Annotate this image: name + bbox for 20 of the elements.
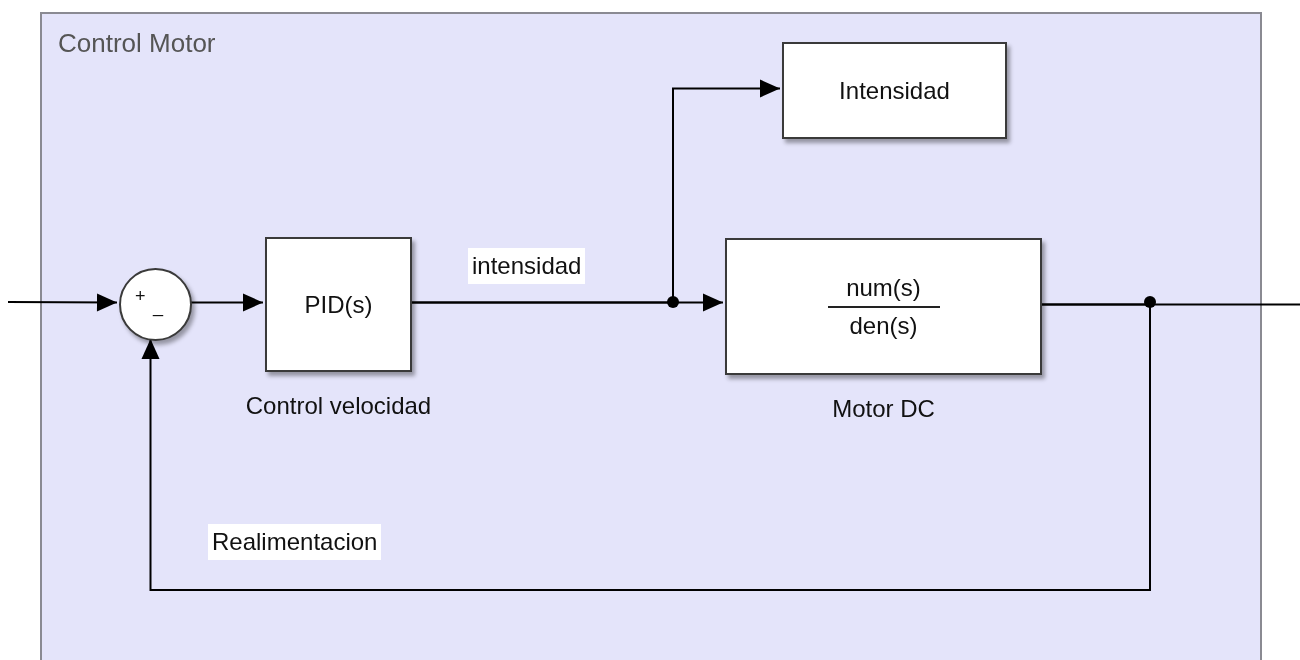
signal-label: Realimentacion bbox=[208, 524, 382, 560]
denominator: den(s) bbox=[849, 310, 918, 341]
block-caption: Control velocidad bbox=[245, 392, 432, 419]
block-label: Intensidad bbox=[839, 76, 950, 105]
signal-arrow bbox=[7, 293, 118, 312]
minus-sign: _ bbox=[153, 296, 163, 317]
block-caption: Motor DC bbox=[832, 395, 935, 422]
signal-label: intensidad bbox=[468, 248, 586, 284]
block-label: PID(s) bbox=[304, 290, 373, 319]
numerator: num(s) bbox=[846, 272, 921, 303]
sum-junction-circle bbox=[119, 268, 192, 341]
signal-arrow bbox=[409, 79, 781, 304]
signal-arrow bbox=[189, 293, 264, 312]
block bbox=[782, 42, 1007, 139]
subsystem-panel bbox=[40, 12, 1262, 660]
plus-sign: + bbox=[135, 286, 146, 307]
subsystem-title: Control Motor bbox=[58, 28, 216, 59]
transfer-function-block bbox=[725, 238, 1042, 375]
signal-arrow bbox=[141, 303, 1151, 591]
block bbox=[265, 237, 412, 372]
